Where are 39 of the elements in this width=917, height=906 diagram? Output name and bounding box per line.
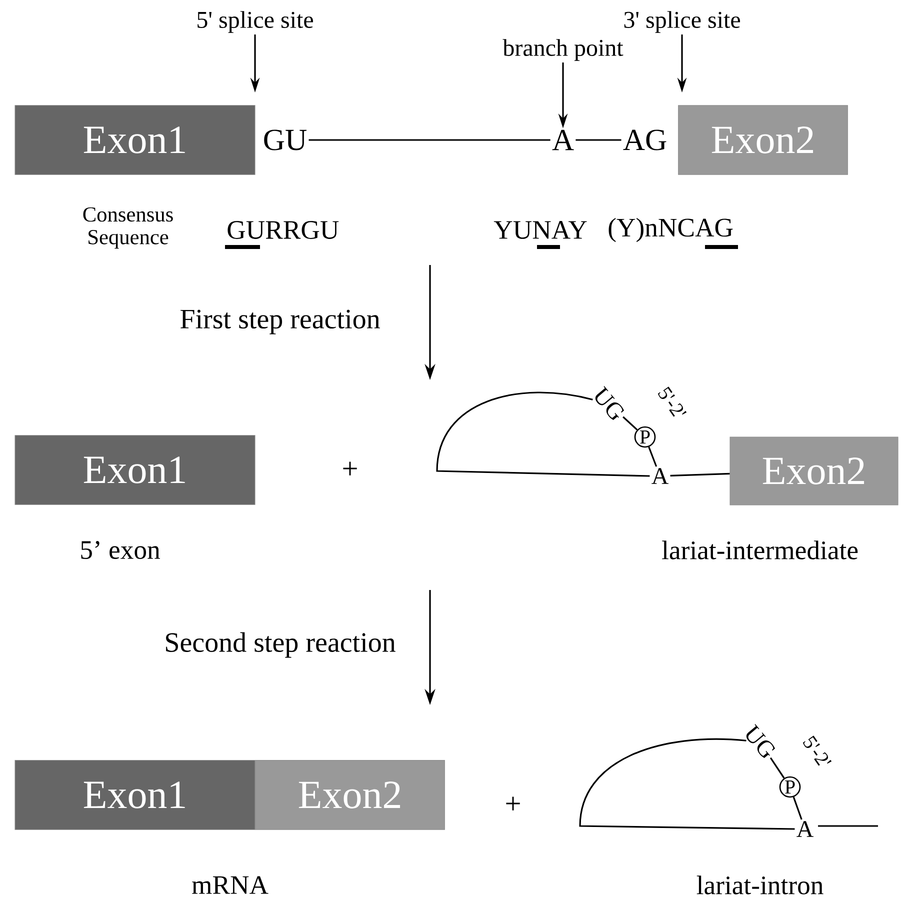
sequence-label: A — [652, 468, 668, 484]
sequence-label: GU — [264, 130, 307, 150]
exon-box: Exon1 — [14, 435, 256, 505]
sequence-label: branch point — [502, 39, 624, 61]
exon-box: Exon1 — [14, 105, 256, 175]
connector-line — [308, 139, 550, 141]
sequence-label: UG — [746, 724, 776, 758]
sequence-label: (Y)nNCAG — [608, 218, 733, 242]
reaction-label: Second step reaction — [166, 632, 396, 658]
connector-line — [648, 446, 658, 467]
exon-box: Exon1 — [14, 760, 256, 830]
caption: lariat-intron — [696, 876, 824, 894]
exon-box: Exon2 — [730, 436, 898, 506]
sequence-label: AG — [623, 130, 666, 150]
exon-box: Exon2 — [255, 760, 445, 830]
node-label: 5’ exon — [81, 541, 160, 559]
connector-line — [770, 757, 785, 779]
connector-line — [622, 416, 638, 430]
sequence-label: 5' splice site — [198, 11, 313, 33]
connector-line — [792, 796, 802, 820]
linkage-label: 5'-2' — [802, 736, 832, 766]
sequence-label: A — [552, 130, 574, 150]
sequence-label: GURRGU — [228, 221, 339, 239]
lariat-loop — [579, 738, 795, 830]
linkage-label: 5'-2' — [658, 386, 687, 417]
lariat-loop — [436, 392, 650, 477]
sequence-label: UG — [595, 386, 624, 420]
sequence-label: 3' splice site — [624, 11, 740, 33]
caption: mRNA — [192, 876, 268, 894]
reaction-label: First step reaction — [180, 310, 380, 334]
caption: lariat-intermediate — [662, 540, 858, 560]
sequence-label: A — [796, 821, 814, 837]
sequence-label: YUNAY — [494, 221, 587, 239]
plus-sign: + — [343, 462, 357, 476]
connector-line — [576, 139, 622, 141]
plus-sign: + — [506, 796, 520, 810]
consensus-label: Consensus Sequence — [83, 207, 173, 249]
exon-box: Exon2 — [678, 105, 848, 175]
connector-line — [670, 472, 730, 476]
